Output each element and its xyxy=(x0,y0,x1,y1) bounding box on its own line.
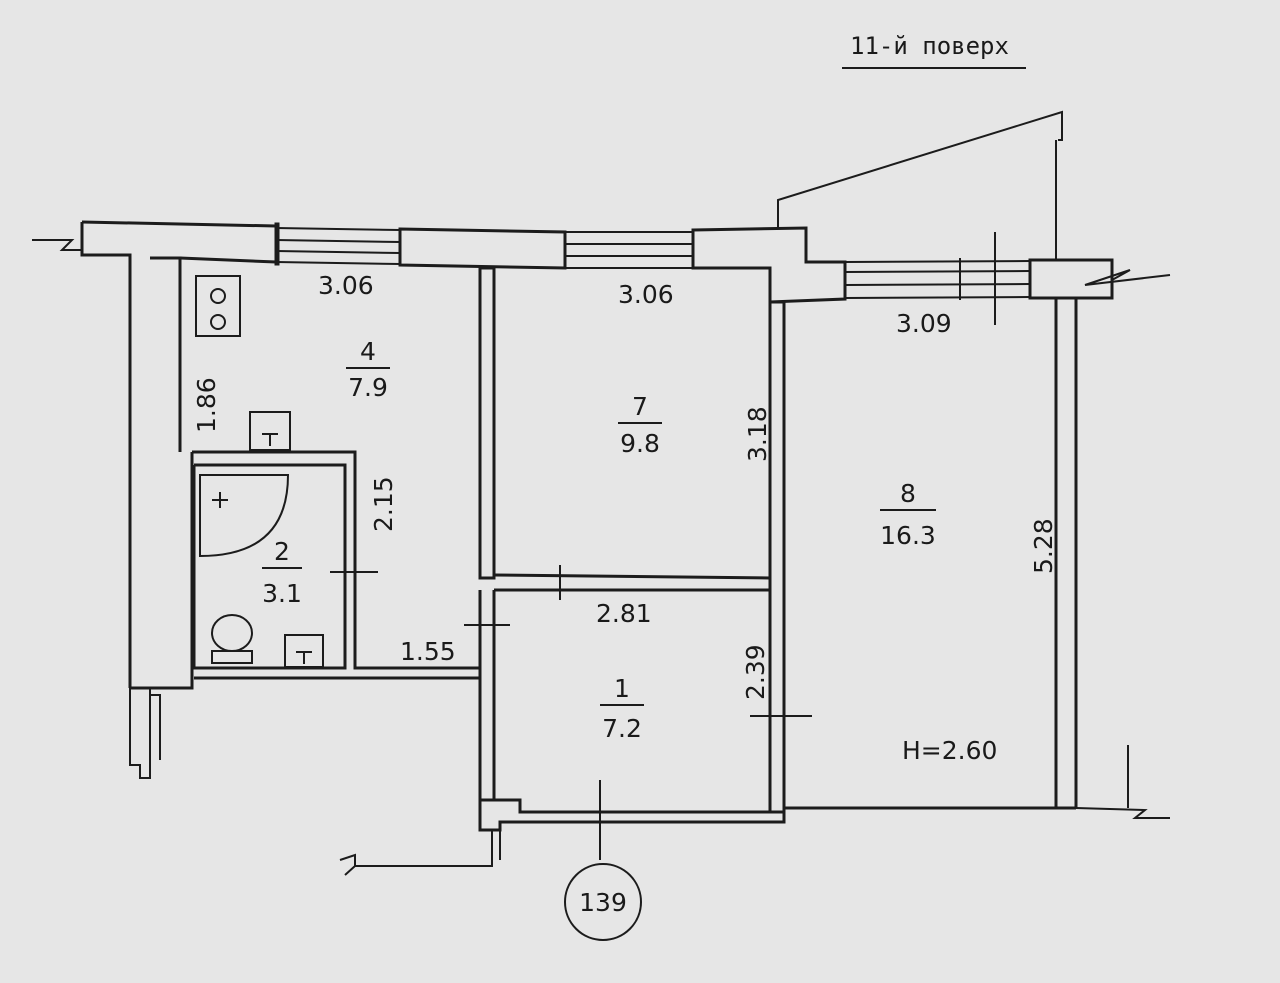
svg-text:7: 7 xyxy=(632,392,648,421)
dim-room4-depth: 1.86 xyxy=(192,377,221,433)
floor-title: 11-й поверх xyxy=(850,32,1009,60)
outer-wall-left-inner xyxy=(150,256,182,452)
outer-wall-left-outer xyxy=(80,222,132,688)
room-1-label: 1 7.2 xyxy=(600,674,644,743)
room-4-label: 4 7.9 xyxy=(346,337,390,402)
dim-room8-width: 3.09 xyxy=(896,309,952,338)
dim-bath-side: 1.55 xyxy=(400,637,456,666)
plan-number: 139 xyxy=(579,888,627,917)
svg-text:16.3: 16.3 xyxy=(880,521,936,550)
room-7-label: 7 9.8 xyxy=(618,392,662,458)
ceiling-height: H=2.60 xyxy=(902,736,997,765)
wall-7-8 xyxy=(768,300,786,814)
svg-text:4: 4 xyxy=(360,337,376,366)
wall-pier-3 xyxy=(1028,258,1114,300)
window-jamb xyxy=(274,222,280,266)
svg-text:9.8: 9.8 xyxy=(620,429,660,458)
dim-room7-width: 3.06 xyxy=(618,280,674,309)
plan-number-circle xyxy=(564,863,642,941)
sink-icon xyxy=(249,411,291,451)
dim-hall-width: 2.81 xyxy=(596,599,652,628)
svg-text:7.9: 7.9 xyxy=(348,373,388,402)
svg-text:1: 1 xyxy=(614,674,630,703)
stove-icon xyxy=(195,275,241,337)
wall-break-bottom-right xyxy=(1075,807,1170,819)
outer-wall-top-left xyxy=(81,220,277,228)
left-wall-stub-inner xyxy=(149,694,161,760)
balcony-outline xyxy=(777,110,1063,228)
room7-bottom-wall xyxy=(493,573,771,580)
wall-break-right xyxy=(1084,269,1171,286)
svg-text:7.2: 7.2 xyxy=(602,714,642,743)
toilet-icon xyxy=(211,614,253,664)
dim-hall-depth: 2.39 xyxy=(741,644,770,700)
room-8-label: 8 16.3 xyxy=(880,479,936,550)
room4-top-wall-inner xyxy=(179,256,277,264)
left-wall-bottom xyxy=(130,452,194,690)
window-room4 xyxy=(275,227,401,265)
wall-pier-2 xyxy=(691,226,847,304)
wall-4-7 xyxy=(478,266,496,580)
window-room8 xyxy=(844,232,1031,325)
stair-arrow xyxy=(339,853,356,866)
dim-bath-depth: 2.15 xyxy=(369,476,398,532)
svg-text:8: 8 xyxy=(900,479,916,508)
dim-room4-width: 3.06 xyxy=(318,271,374,300)
dim-room7-depth: 3.18 xyxy=(743,406,772,462)
svg-text:3.1: 3.1 xyxy=(262,579,302,608)
stair-wall xyxy=(344,830,493,876)
washbasin-icon xyxy=(284,634,324,668)
entrance-wall xyxy=(478,678,786,832)
svg-text:2: 2 xyxy=(274,537,290,566)
bath-wall-outer xyxy=(192,450,480,670)
window-room7 xyxy=(565,231,693,269)
bath-wall-inner xyxy=(192,463,347,670)
left-wall-stub xyxy=(129,688,151,779)
wall-break-left xyxy=(32,239,82,251)
shower-icon xyxy=(199,474,290,558)
room-2-label: 2 3.1 xyxy=(262,537,302,608)
dim-room8-depth: 5.28 xyxy=(1029,518,1058,574)
wall-pier-1 xyxy=(398,227,567,270)
